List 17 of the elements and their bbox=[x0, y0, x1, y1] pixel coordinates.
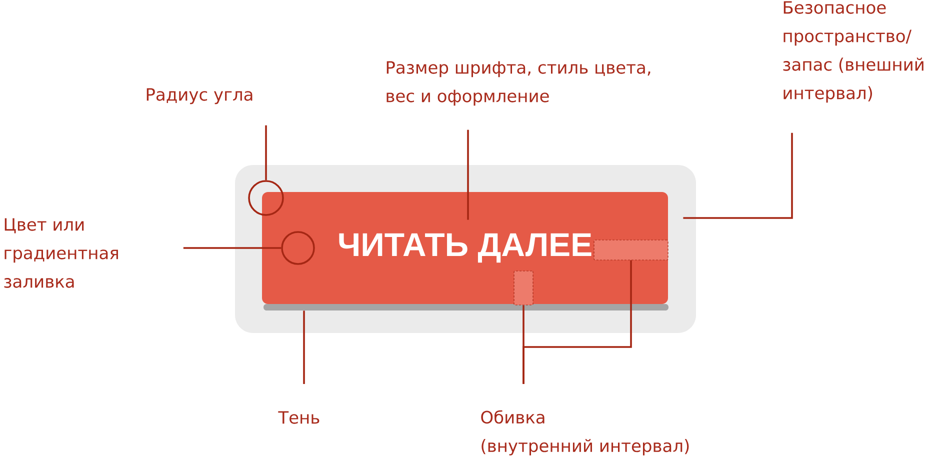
callout-label: Размер шрифта, стиль цвета, вес и оформление bbox=[386, 61, 650, 106]
padding-marker bbox=[594, 240, 668, 260]
padding-marker bbox=[514, 270, 534, 306]
marker-circle bbox=[248, 180, 284, 216]
leader-line bbox=[303, 310, 305, 384]
leader-line bbox=[683, 132, 793, 219]
callout-label: Радиус угла bbox=[146, 88, 252, 104]
leader-line bbox=[467, 130, 469, 220]
callout-label: Тень bbox=[278, 411, 320, 424]
callout-label: Безопасное пространство/ запас (внешний интервал) bbox=[783, 1, 924, 103]
callout-label: Обивка (внутренний интервал) bbox=[481, 410, 689, 456]
leader-line bbox=[183, 247, 282, 249]
callout-label: Цвет или градиентная заливка bbox=[4, 218, 118, 288]
leader-line bbox=[522, 260, 632, 384]
marker-circle bbox=[281, 231, 315, 265]
leader-line bbox=[265, 125, 267, 180]
button: ЧИТАТЬ ДАЛЕЕ bbox=[262, 192, 668, 304]
